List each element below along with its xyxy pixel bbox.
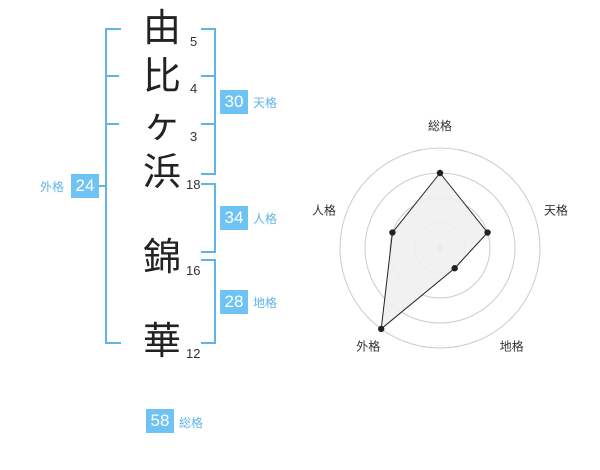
jinkaku-value: 34 bbox=[220, 206, 248, 230]
radar-axis-label: 天格 bbox=[544, 202, 568, 217]
radar-point bbox=[378, 325, 385, 333]
name-char-5: 錦 bbox=[142, 235, 181, 279]
stroke-count-1: 5 bbox=[190, 34, 198, 49]
jinkaku-label: 人格 bbox=[253, 212, 278, 226]
chikaku-value: 28 bbox=[220, 290, 248, 314]
stroke-count-4: 18 bbox=[186, 177, 201, 192]
gaikaku-value: 24 bbox=[71, 174, 99, 198]
stroke-count-5: 16 bbox=[186, 263, 201, 278]
name-char-3: ヶ bbox=[142, 102, 181, 146]
soukaku-label: 総格 bbox=[179, 416, 204, 430]
stroke-count-6: 12 bbox=[186, 346, 201, 361]
gaikaku-bracket-tick bbox=[105, 123, 119, 125]
name-char-4: 浜 bbox=[142, 150, 181, 194]
radar-axis-label: 外格 bbox=[356, 339, 380, 354]
radar-point bbox=[389, 229, 396, 236]
tenkaku-bracket bbox=[201, 28, 216, 175]
stroke-count-2: 4 bbox=[190, 81, 198, 96]
stroke-count-3: 3 bbox=[190, 129, 198, 144]
tenkaku-bracket-tick bbox=[201, 75, 214, 77]
soukaku-value: 58 bbox=[146, 409, 174, 433]
name-char-1: 由 bbox=[142, 6, 181, 50]
chikaku-label: 地格 bbox=[253, 296, 278, 310]
radar-point bbox=[436, 169, 444, 177]
tenkaku-value: 30 bbox=[220, 90, 248, 114]
tenkaku-label: 天格 bbox=[253, 96, 278, 110]
radar-axis-label: 人格 bbox=[312, 202, 336, 217]
name-char-2: 比 bbox=[142, 54, 181, 98]
gaikaku-bracket-tick bbox=[105, 75, 119, 77]
gaikaku-bracket-connector bbox=[98, 185, 107, 187]
radar-axis-label: 総格 bbox=[428, 118, 452, 133]
radar-polygon bbox=[380, 172, 489, 331]
name-char-6: 華 bbox=[142, 319, 181, 363]
gaikaku-label: 外格 bbox=[40, 180, 65, 194]
tenkaku-bracket-tick bbox=[201, 123, 214, 125]
jinkaku-bracket bbox=[201, 183, 216, 253]
radar-axis-label: 地格 bbox=[500, 339, 524, 354]
radar-ring bbox=[339, 147, 541, 349]
radar-point bbox=[484, 229, 491, 236]
chikaku-bracket bbox=[201, 259, 216, 344]
radar-point bbox=[451, 265, 458, 272]
